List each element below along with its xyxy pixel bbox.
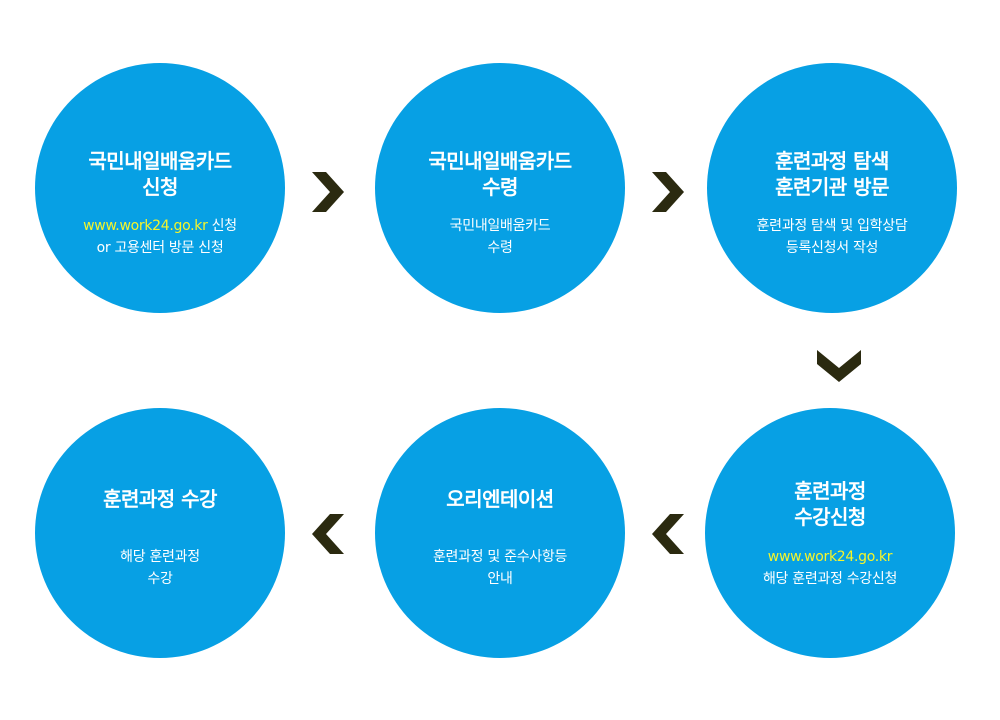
step-1-desc-line1-text: 신청 bbox=[207, 218, 237, 234]
step-4-circle: 훈련과정 수강신청 www.work24.go.kr 해당 훈련과정 수강신청 bbox=[705, 408, 955, 658]
step-1-title: 국민내일배움카드 신청 bbox=[35, 148, 285, 200]
step-2-title-line2: 수령 bbox=[482, 175, 518, 199]
chevron-right-icon bbox=[310, 172, 346, 212]
step-4-title: 훈련과정 수강신청 bbox=[705, 478, 955, 530]
step-4-desc-line2: 해당 훈련과정 수강신청 bbox=[762, 571, 898, 587]
step-5-title-line1: 오리엔테이션 bbox=[446, 487, 554, 511]
chevron-right-icon bbox=[650, 172, 686, 212]
step-1-desc-line2: or 고용센터 방문 신청 bbox=[96, 240, 224, 256]
step-1-description: www.work24.go.kr 신청 or 고용센터 방문 신청 bbox=[35, 215, 285, 259]
step-5-desc-line2: 안내 bbox=[487, 571, 513, 587]
step-3-title-line1: 훈련과정 탐색 bbox=[775, 149, 889, 173]
step-4-description: www.work24.go.kr 해당 훈련과정 수강신청 bbox=[705, 546, 955, 590]
step-2-description: 국민내일배움카드 수령 bbox=[375, 215, 625, 259]
step-1-website-link: www.work24.go.kr bbox=[83, 218, 208, 234]
step-3-description: 훈련과정 탐색 및 입학상담 등록신청서 작성 bbox=[707, 215, 957, 259]
chevron-left-icon bbox=[650, 514, 686, 554]
step-4-title-line1: 훈련과정 bbox=[794, 479, 866, 503]
step-1-circle: 국민내일배움카드 신청 www.work24.go.kr 신청 or 고용센터 … bbox=[35, 63, 285, 313]
step-3-title: 훈련과정 탐색 훈련기관 방문 bbox=[707, 148, 957, 200]
step-2-desc-line2: 수령 bbox=[487, 240, 513, 256]
step-5-description: 훈련과정 및 준수사항등 안내 bbox=[375, 546, 625, 590]
step-2-desc-line1: 국민내일배움카드 bbox=[449, 218, 551, 234]
step-5-desc-line1: 훈련과정 및 준수사항등 bbox=[432, 549, 568, 565]
step-2-title: 국민내일배움카드 수령 bbox=[375, 148, 625, 200]
step-3-circle: 훈련과정 탐색 훈련기관 방문 훈련과정 탐색 및 입학상담 등록신청서 작성 bbox=[707, 63, 957, 313]
step-1-title-line1: 국민내일배움카드 bbox=[88, 149, 232, 173]
step-2-circle: 국민내일배움카드 수령 국민내일배움카드 수령 bbox=[375, 63, 625, 313]
step-6-title: 훈련과정 수강 bbox=[35, 486, 285, 512]
step-4-title-line2: 수강신청 bbox=[794, 505, 866, 529]
chevron-down-icon bbox=[817, 348, 861, 384]
step-6-circle: 훈련과정 수강 해당 훈련과정 수강 bbox=[35, 408, 285, 658]
step-3-title-line2: 훈련기관 방문 bbox=[775, 175, 889, 199]
step-5-circle: 오리엔테이션 훈련과정 및 준수사항등 안내 bbox=[375, 408, 625, 658]
step-2-title-line1: 국민내일배움카드 bbox=[428, 149, 572, 173]
step-6-description: 해당 훈련과정 수강 bbox=[35, 546, 285, 590]
step-1-desc-line1: www.work24.go.kr 신청 bbox=[35, 215, 285, 237]
step-5-title: 오리엔테이션 bbox=[375, 486, 625, 512]
step-6-title-line1: 훈련과정 수강 bbox=[103, 487, 217, 511]
step-3-desc-line2: 등록신청서 작성 bbox=[785, 240, 879, 256]
step-6-desc-line2: 수강 bbox=[147, 571, 173, 587]
step-4-website-link: www.work24.go.kr bbox=[767, 549, 893, 565]
step-3-desc-line1: 훈련과정 탐색 및 입학상담 bbox=[756, 218, 908, 234]
chevron-left-icon bbox=[310, 514, 346, 554]
step-6-desc-line1: 해당 훈련과정 bbox=[120, 549, 200, 565]
step-1-title-line2: 신청 bbox=[142, 175, 178, 199]
